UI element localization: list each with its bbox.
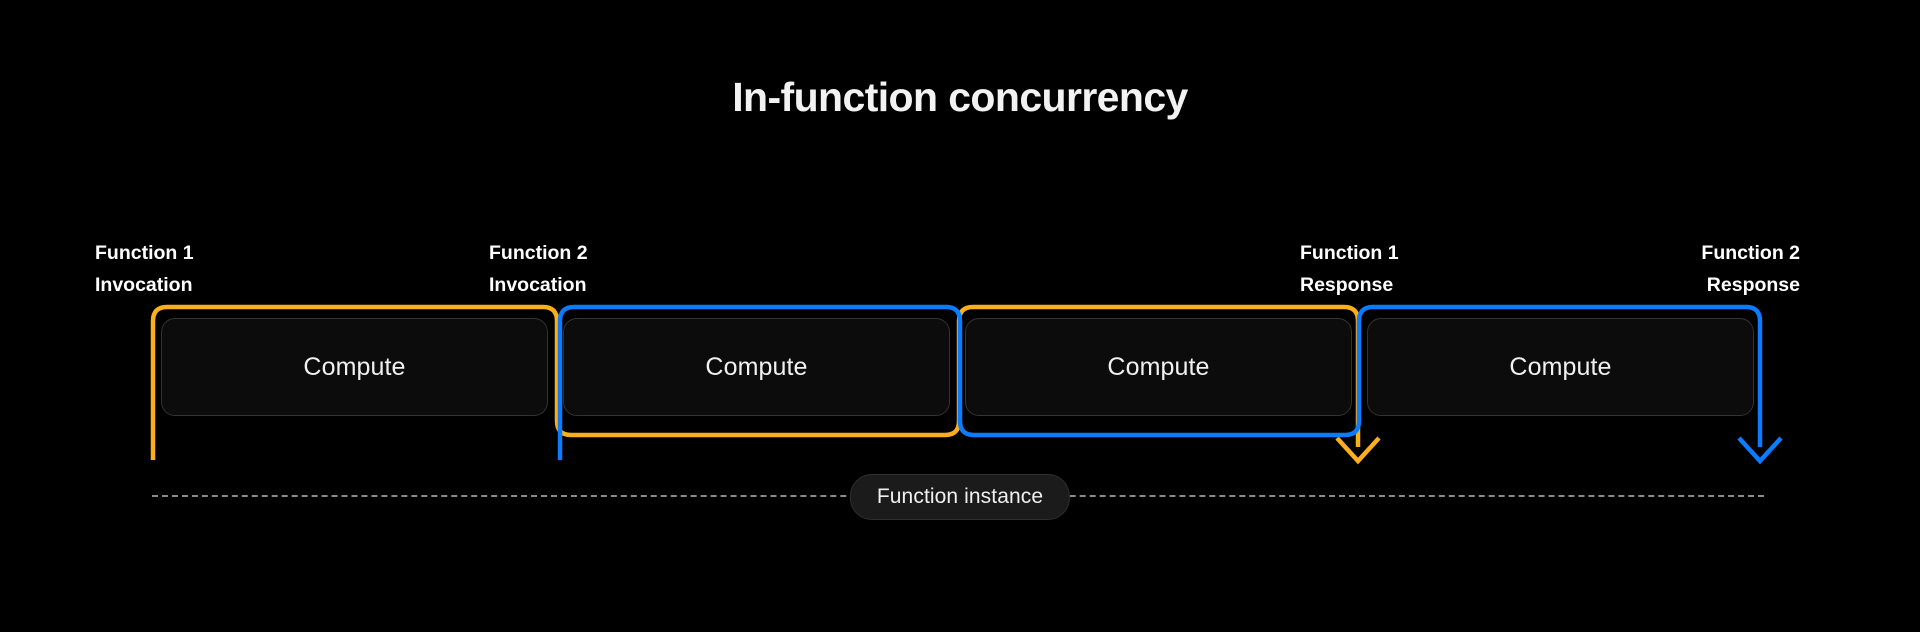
label-line-2: Response (1706, 274, 1800, 296)
label-line-2: Invocation (489, 274, 587, 296)
function-1-arrowhead-icon (1335, 436, 1381, 465)
label-line-1: Function 1 (95, 242, 194, 264)
label-function-1-invocation: Function 1 Invocation (95, 205, 194, 333)
label-function-2-invocation: Function 2 Invocation (489, 205, 588, 333)
label-line-1: Function 1 (1300, 242, 1399, 264)
label-line-2: Response (1300, 274, 1394, 296)
compute-box: Compute (161, 318, 548, 416)
label-line-1: Function 2 (1701, 242, 1800, 264)
compute-box: Compute (965, 318, 1352, 416)
function-instance-badge: Function instance (849, 474, 1071, 520)
function-2-arrowhead-icon (1737, 436, 1783, 465)
label-line-2: Invocation (95, 274, 193, 296)
label-function-1-response: Function 1 Response (1300, 205, 1399, 333)
label-line-1: Function 2 (489, 242, 588, 264)
compute-box: Compute (1367, 318, 1754, 416)
page-title: In-function concurrency (732, 74, 1188, 120)
compute-box: Compute (563, 318, 950, 416)
label-function-2-response: Function 2 Response (1701, 205, 1800, 333)
